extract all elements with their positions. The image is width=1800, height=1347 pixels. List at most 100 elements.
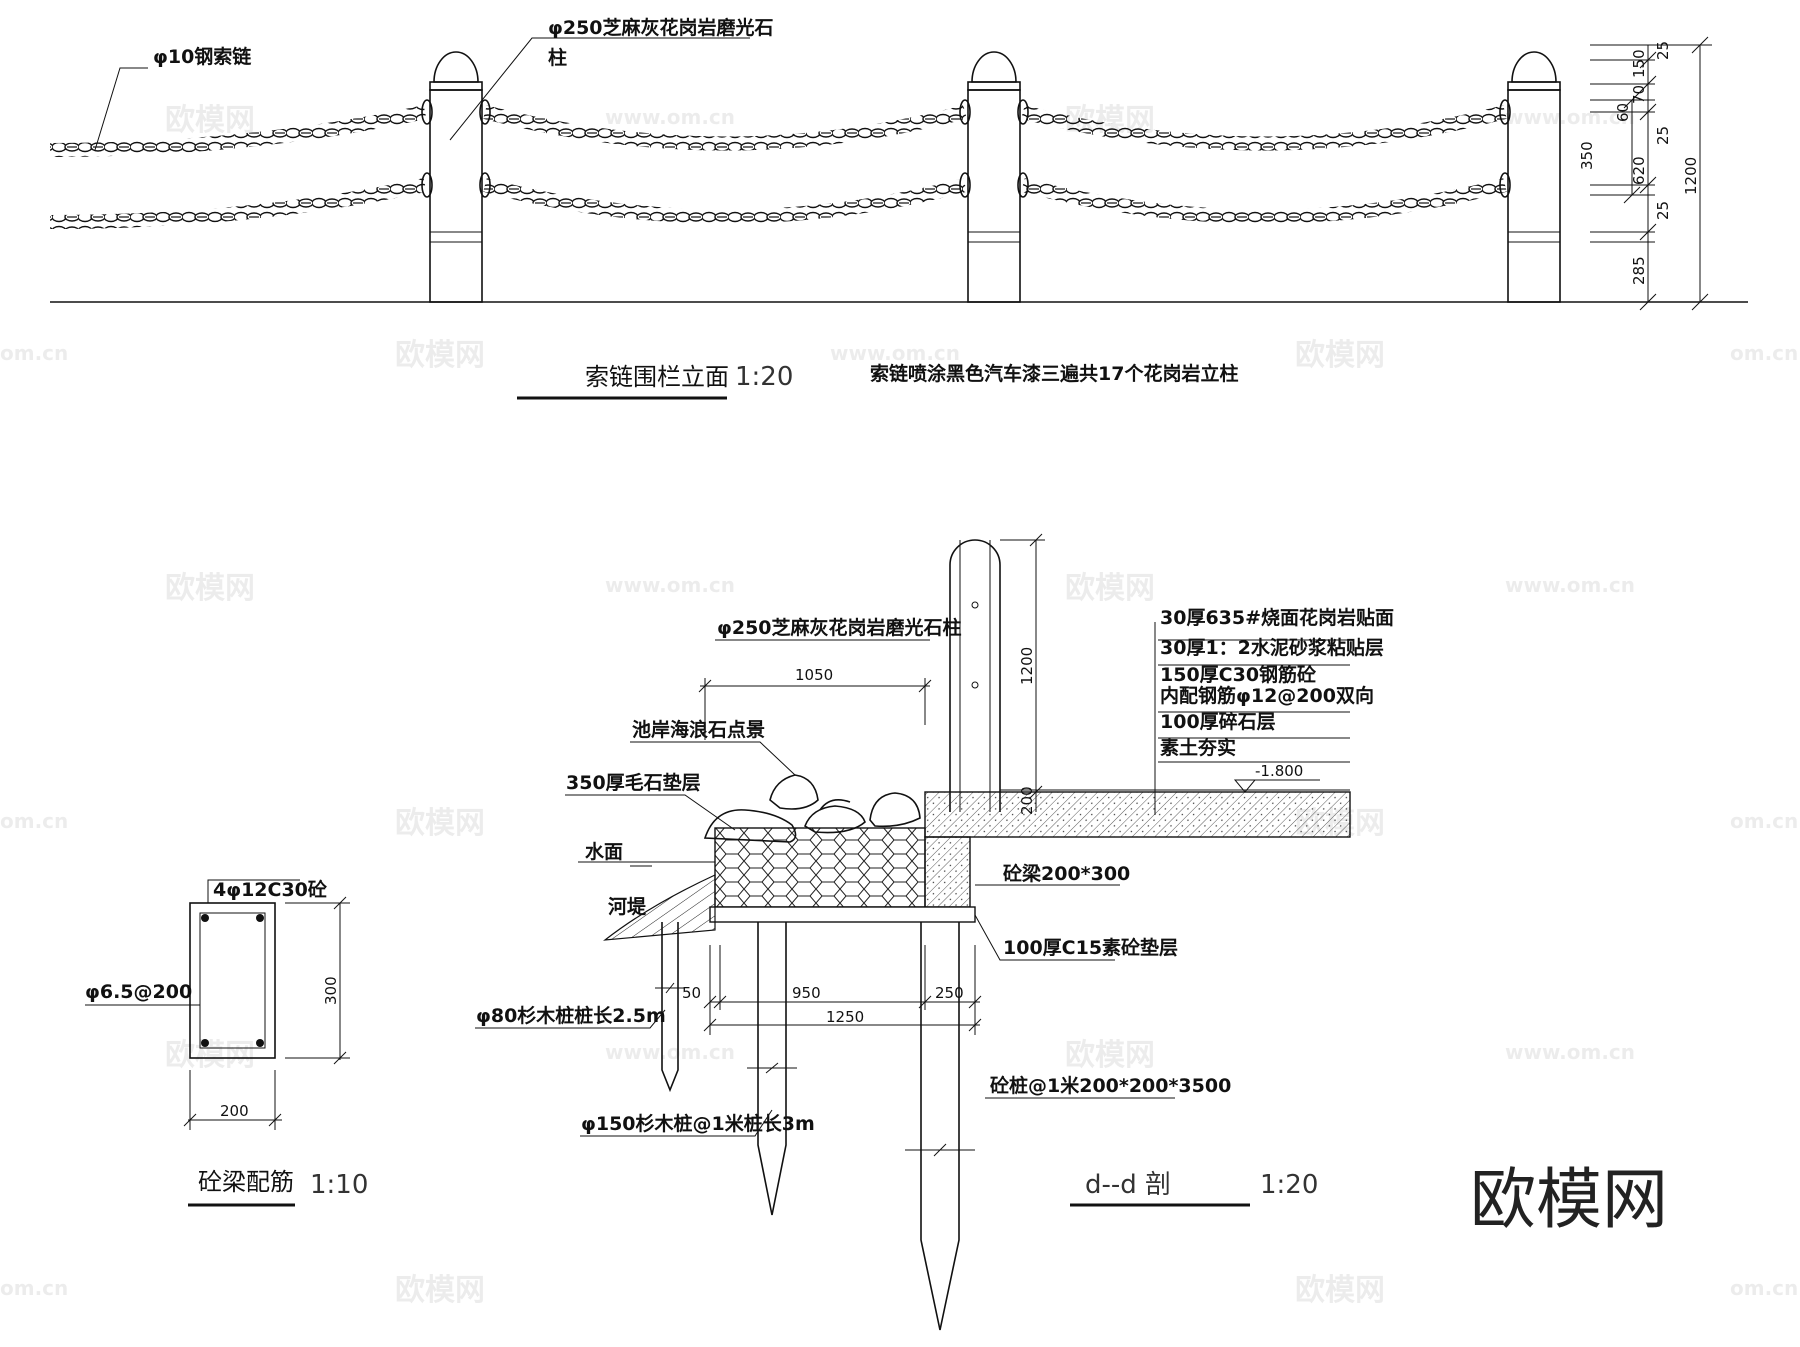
layer-label: 150厚C30钢筋砼 — [1160, 663, 1317, 686]
layer-label: 30厚1：2水泥砂浆粘贴层 — [1160, 636, 1384, 659]
label-rock: 池岸海浪石点景 — [632, 718, 765, 741]
rebar — [256, 914, 264, 922]
dim-285: 285 — [1630, 256, 1648, 285]
brand-logo: 欧模网 — [1470, 1161, 1668, 1238]
dim-620: 620 — [1630, 156, 1648, 185]
watermark-url: om.cn — [0, 1276, 68, 1300]
dim-1250: 1250 — [826, 1008, 864, 1026]
watermark-url: om.cn — [1730, 809, 1798, 833]
wood-pile-small — [661, 922, 679, 1093]
beam-outline — [189, 902, 276, 1059]
label-cushion: 100厚C15素砼垫层 — [1003, 936, 1178, 959]
section-post — [949, 539, 1001, 812]
section-dim-lines — [698, 533, 1045, 812]
elevation-title: 索链围栏立面 — [585, 363, 729, 391]
watermark-url: www.om.cn — [1505, 105, 1635, 129]
dim-150: 150 — [1630, 49, 1648, 78]
watermark-url: om.cn — [1730, 1276, 1798, 1300]
watermark-text: 欧模网 — [1295, 1273, 1385, 1308]
beam-dim-lines — [183, 896, 350, 1130]
label-stirrup: φ6.5@200 — [85, 981, 192, 1003]
concrete-beam — [924, 836, 971, 908]
wood-pile-big — [757, 922, 787, 1216]
layer-label: 内配钢筋φ12@200双向 — [1160, 684, 1374, 707]
section-view: 50 950 250 1250 1050 1200 200 φ250芝麻灰花岗岩… — [475, 533, 1394, 1331]
label-woodpile-small: φ80杉木桩桩长2.5m — [476, 1004, 666, 1027]
layer-label: 30厚635#烧面花岗岩贴面 — [1160, 606, 1394, 629]
granite-post — [959, 51, 1029, 303]
chain-lower — [1021, 178, 1507, 224]
label-rubble: 350厚毛石垫层 — [566, 772, 701, 794]
dim-50: 50 — [682, 984, 701, 1002]
beam-detail: 4φ12C30砼 φ6.5@200 300 200 砼梁配筋 1:10 — [85, 878, 368, 1207]
watermark-text: 欧模网 — [1065, 1038, 1155, 1073]
dim-25: 25 — [1654, 201, 1672, 220]
label-concpile: 砼桩@1米200*200*3500 — [990, 1074, 1231, 1097]
label-beam: 砼梁200*300 — [1003, 862, 1130, 885]
rebar — [201, 1039, 209, 1047]
stirrup — [199, 912, 266, 1049]
dim-200: 200 — [220, 1102, 249, 1120]
dim-1200: 1200 — [1018, 647, 1036, 685]
layer-label: 素土夯实 — [1160, 736, 1236, 759]
elevation-scale: 1:20 — [735, 362, 793, 392]
watermark-text: 欧模网 — [165, 1038, 255, 1073]
section-title: d--d 剖 — [1085, 1170, 1171, 1200]
dim-200: 200 — [1018, 786, 1036, 815]
watermark-url: om.cn — [0, 341, 68, 365]
watermark-url: om.cn — [0, 809, 68, 833]
chain-upper — [49, 105, 427, 157]
watermark-text: 欧模网 — [395, 338, 485, 373]
rebar — [201, 914, 209, 922]
watermark-url: www.om.cn — [1505, 573, 1635, 597]
granite-post — [1499, 51, 1561, 303]
chain-upper — [1021, 105, 1507, 151]
watermark-text: 欧模网 — [395, 1273, 485, 1308]
section-dim-lines — [703, 945, 982, 1035]
beam-title: 砼梁配筋 — [198, 1168, 294, 1196]
watermark-url: om.cn — [1730, 341, 1798, 365]
chain-upper — [483, 105, 967, 151]
dim-60: 60 — [1614, 103, 1632, 122]
paving-slab — [924, 791, 1351, 838]
dim-300: 300 — [322, 976, 340, 1005]
watermark-url: www.om.cn — [605, 105, 735, 129]
wave-rocks — [703, 774, 921, 843]
label-woodpile-big: φ150杉木桩@1米桩长3m — [581, 1112, 815, 1135]
concrete-cushion — [709, 906, 976, 923]
dim-25: 25 — [1654, 126, 1672, 145]
elevation-view: φ10钢索链 φ250芝麻灰花岗岩磨光石 柱 — [49, 16, 1748, 400]
dim-950: 950 — [792, 984, 821, 1002]
label-chain: φ10钢索链 — [153, 45, 251, 68]
rubble-layer — [714, 827, 926, 908]
dim-1050: 1050 — [795, 666, 833, 684]
layer-label: 100厚碎石层 — [1160, 710, 1276, 733]
river-bank — [603, 874, 716, 941]
leader-line — [449, 37, 750, 141]
watermark-text: 欧模网 — [1065, 571, 1155, 606]
watermark-url: www.om.cn — [830, 341, 960, 365]
elevation-note: 索链喷涂黑色汽车漆三遍共17个花岗岩立柱 — [870, 362, 1238, 385]
rebar — [256, 1039, 264, 1047]
label-post: φ250芝麻灰花岗岩磨光石 — [548, 16, 774, 39]
watermark-url: www.om.cn — [1505, 1040, 1635, 1064]
watermark-url: www.om.cn — [605, 1040, 735, 1064]
level-value: -1.800 — [1255, 762, 1303, 780]
chain-lower — [49, 178, 427, 229]
beam-scale: 1:10 — [310, 1170, 368, 1200]
leader-line — [94, 67, 148, 151]
watermark-text: 欧模网 — [165, 103, 255, 138]
label-beam-rebar: 4φ12C30砼 — [213, 878, 328, 901]
watermark-text: 欧模网 — [1295, 338, 1385, 373]
label-bank: 河堤 — [608, 896, 647, 918]
label-post-cont: 柱 — [548, 46, 567, 69]
dim-70: 70 — [1630, 85, 1648, 104]
section-scale: 1:20 — [1260, 1170, 1318, 1200]
dim-25: 25 — [1654, 41, 1672, 60]
elevation-dimensions — [1590, 36, 1712, 311]
label-section-post: φ250芝麻灰花岗岩磨光石柱 — [717, 616, 962, 639]
break-marks — [655, 982, 975, 1157]
granite-post — [421, 51, 491, 303]
watermark-layer: 欧模网 www.om.cn 欧模网 www.om.cn om.cn 欧模网 ww… — [0, 103, 1798, 1308]
